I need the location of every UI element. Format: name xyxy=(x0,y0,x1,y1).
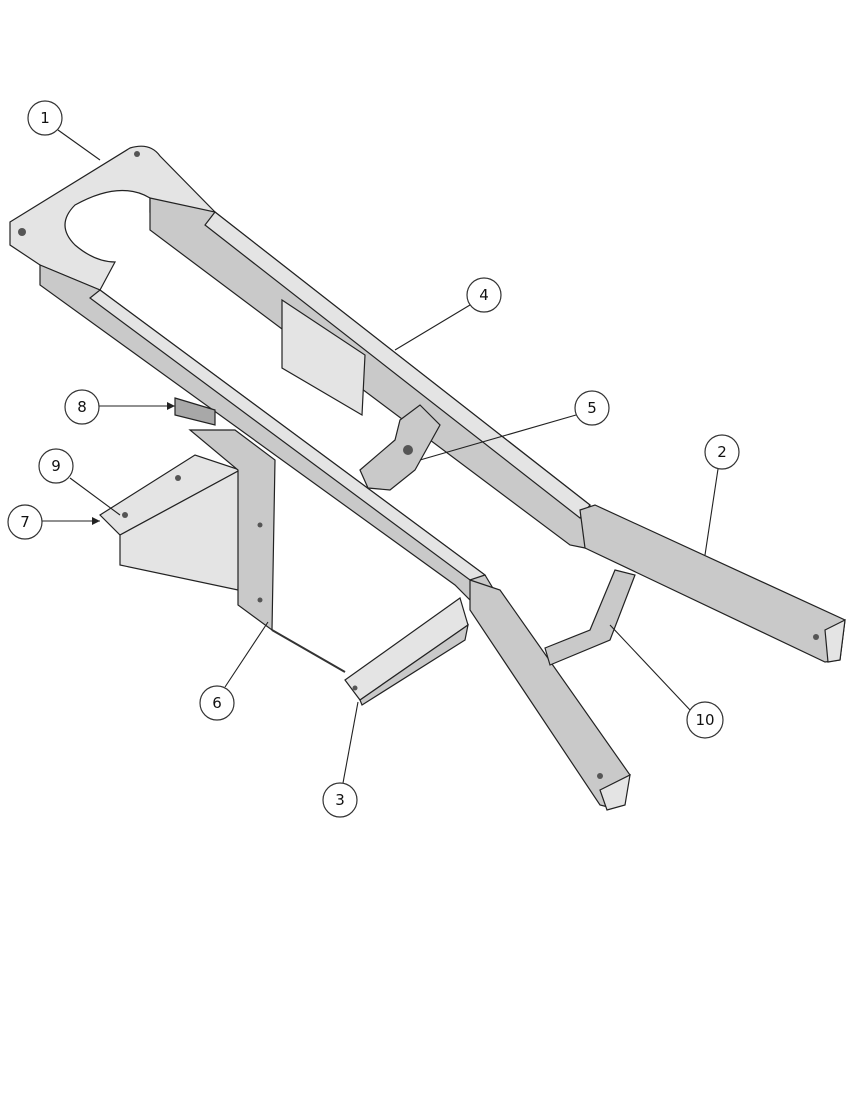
callout-label: 3 xyxy=(335,791,345,809)
callout-label: 7 xyxy=(20,513,30,531)
side-bracket xyxy=(281,298,366,417)
callout-4: 4 xyxy=(466,277,502,313)
small-mount-plate xyxy=(174,397,216,426)
callout-label: 10 xyxy=(695,711,714,729)
callout-8: 8 xyxy=(64,389,100,425)
cross-brace-mount xyxy=(359,404,441,491)
callout-1: 1 xyxy=(27,100,63,136)
callout-9: 9 xyxy=(38,448,74,484)
callout-label: 8 xyxy=(77,398,87,416)
callout-7: 7 xyxy=(7,504,43,540)
callout-label: 4 xyxy=(479,286,489,304)
callout-label: 9 xyxy=(51,457,61,475)
rear-cross-brace xyxy=(544,569,636,666)
callout-5: 5 xyxy=(574,390,610,426)
callout-label: 1 xyxy=(40,109,50,127)
leader-lines xyxy=(42,129,719,784)
callout-3: 3 xyxy=(322,782,358,818)
frame-assembly xyxy=(9,145,846,811)
callout-6: 6 xyxy=(199,685,235,721)
front-mount-plate xyxy=(9,145,217,291)
callout-label: 2 xyxy=(717,443,727,461)
callout-10: 10 xyxy=(686,701,724,739)
callout-label: 5 xyxy=(587,399,597,417)
callout-2: 2 xyxy=(704,434,740,470)
callout-label: 6 xyxy=(212,694,222,712)
